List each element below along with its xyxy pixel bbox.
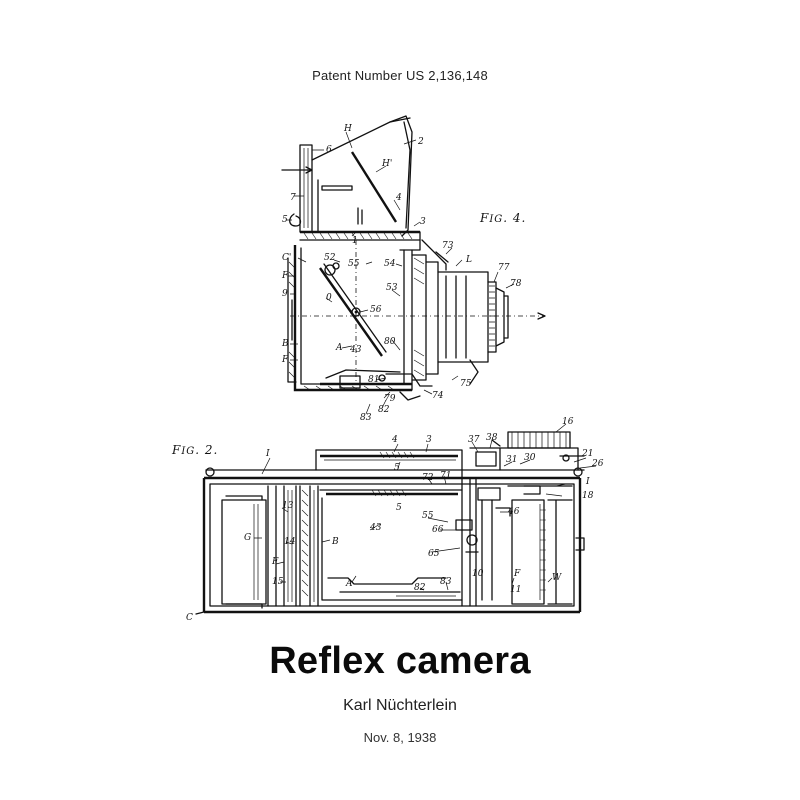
- svg-text:B: B: [281, 339, 289, 349]
- patent-title: Reflex camera: [269, 640, 531, 682]
- svg-text:37: 37: [468, 435, 480, 445]
- svg-text:0: 0: [326, 293, 332, 303]
- svg-text:H': H': [381, 159, 392, 169]
- svg-text:15: 15: [272, 577, 284, 587]
- svg-text:7: 7: [290, 193, 296, 203]
- svg-text:4: 4: [395, 193, 402, 203]
- svg-text:43: 43: [369, 523, 382, 533]
- svg-text:I: I: [265, 449, 270, 459]
- patent-date: Nov. 8, 1938: [363, 730, 437, 745]
- svg-text:11: 11: [510, 585, 521, 595]
- svg-text:82: 82: [378, 405, 390, 415]
- svg-text:13: 13: [282, 501, 294, 511]
- svg-text:I: I: [585, 477, 590, 487]
- svg-text:B: B: [331, 537, 339, 547]
- svg-text:F: F: [281, 271, 289, 281]
- svg-text:W: W: [552, 573, 562, 583]
- svg-text:56: 56: [370, 305, 382, 315]
- svg-text:66: 66: [432, 525, 444, 535]
- svg-text:80: 80: [384, 337, 396, 347]
- svg-text:F: F: [281, 355, 289, 365]
- svg-text:10: 10: [472, 569, 484, 579]
- svg-text:F: F: [513, 569, 521, 579]
- svg-text:46: 46: [507, 507, 520, 517]
- svg-text:3: 3: [420, 217, 426, 227]
- patent-number: Patent Number US 2,136,148: [312, 68, 488, 83]
- svg-text:82: 82: [414, 583, 426, 593]
- figure-4-side-view: H 2 6 H' 7 4 5 3 1 C' 52 55 54 73 L 77 7…: [281, 115, 546, 423]
- svg-text:5: 5: [282, 215, 288, 225]
- svg-text:26: 26: [591, 459, 604, 469]
- svg-text:5: 5: [394, 463, 400, 473]
- svg-text:31: 31: [506, 455, 517, 465]
- svg-text:81: 81: [368, 375, 379, 385]
- svg-text:3: 3: [426, 435, 432, 445]
- svg-text:83: 83: [440, 577, 452, 587]
- svg-text:53: 53: [386, 283, 398, 293]
- svg-text:21: 21: [581, 449, 593, 459]
- svg-text:A: A: [345, 579, 353, 589]
- svg-text:74: 74: [432, 391, 444, 401]
- svg-text:83: 83: [360, 413, 372, 423]
- svg-text:A: A: [335, 343, 343, 353]
- svg-text:43: 43: [349, 345, 362, 355]
- svg-text:4: 4: [391, 435, 398, 445]
- svg-text:FIG. 2.: FIG. 2.: [171, 443, 218, 457]
- svg-text:F: F: [271, 557, 279, 567]
- svg-text:5: 5: [396, 503, 402, 513]
- svg-text:H: H: [343, 124, 352, 134]
- svg-text:G: G: [244, 533, 251, 543]
- svg-text:77: 77: [498, 263, 510, 273]
- svg-text:55: 55: [348, 259, 360, 269]
- svg-text:78: 78: [510, 279, 522, 289]
- svg-text:73: 73: [442, 241, 454, 251]
- svg-text:71: 71: [440, 471, 451, 481]
- svg-text:14: 14: [284, 537, 296, 547]
- svg-text:1: 1: [352, 236, 358, 246]
- svg-text:2: 2: [417, 137, 424, 147]
- svg-text:C': C': [282, 253, 291, 263]
- inventor-name: Karl Nüchterlein: [343, 697, 457, 714]
- svg-text:16: 16: [562, 417, 574, 427]
- svg-text:72: 72: [422, 473, 434, 483]
- svg-text:79: 79: [384, 394, 396, 404]
- svg-text:65: 65: [428, 549, 440, 559]
- svg-text:55: 55: [422, 511, 434, 521]
- svg-text:52: 52: [324, 253, 336, 263]
- svg-text:6: 6: [326, 145, 332, 155]
- svg-text:FIG. 4.: FIG. 4.: [479, 211, 526, 225]
- svg-text:54: 54: [384, 259, 396, 269]
- svg-text:18: 18: [582, 491, 594, 501]
- figure-2-top-section: FIG. 2. I 4 3 37 38 16 21 26 5 72 71 31 …: [171, 417, 604, 623]
- svg-text:C: C: [186, 613, 193, 623]
- svg-text:L: L: [465, 255, 472, 265]
- svg-text:38: 38: [486, 433, 498, 443]
- svg-text:75: 75: [460, 379, 472, 389]
- svg-text:30: 30: [524, 453, 536, 463]
- svg-text:9: 9: [282, 289, 288, 299]
